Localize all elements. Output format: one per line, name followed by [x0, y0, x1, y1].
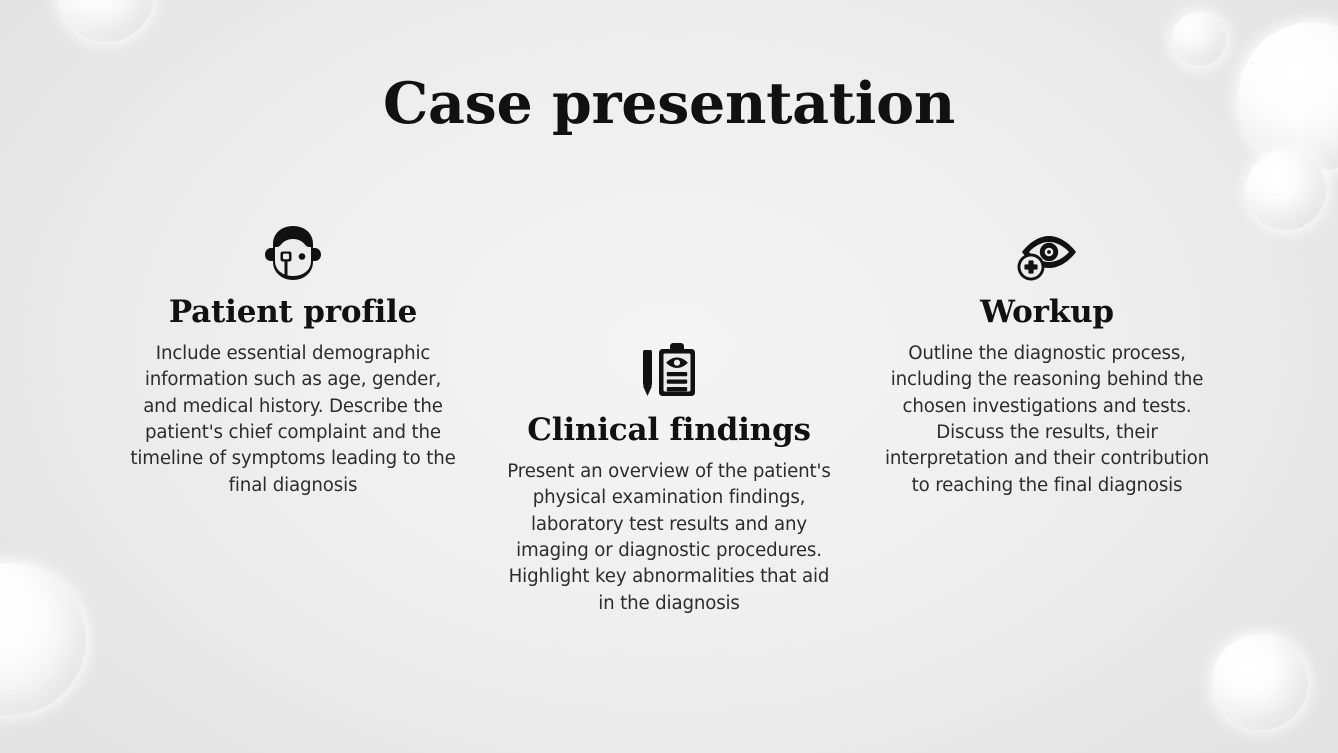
- column-heading: Patient profile: [168, 294, 418, 330]
- patient-head-icon: [108, 222, 478, 286]
- column-clinical-findings: Clinical findings Present an overview of…: [485, 340, 853, 617]
- slide-title: Case presentation: [382, 70, 956, 137]
- column-heading: Workup: [980, 294, 1114, 330]
- column-body-text: Present an overview of the patient's phy…: [507, 460, 831, 614]
- clipboard-exam-icon: [485, 340, 853, 404]
- column-body-text: Include essential demographic informatio…: [130, 342, 456, 496]
- column-workup: Workup Outline the diagnostic process, i…: [862, 222, 1232, 499]
- eye-plus-icon: [862, 222, 1232, 286]
- column-heading: Clinical findings: [527, 412, 811, 448]
- column-body-text: Outline the diagnostic process, includin…: [885, 342, 1209, 496]
- column-patient-profile: Patient profile Include essential demogr…: [108, 222, 478, 499]
